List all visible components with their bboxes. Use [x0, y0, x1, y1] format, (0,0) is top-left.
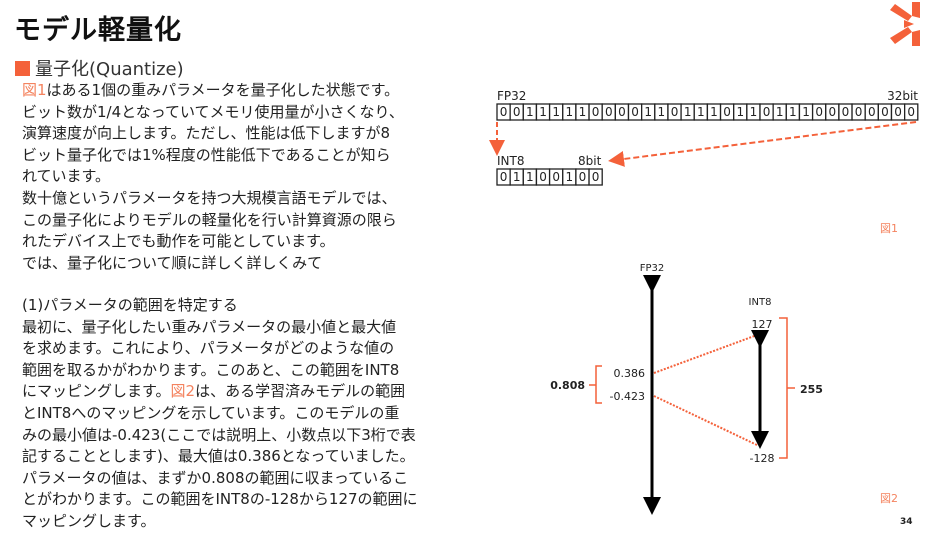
bit-value: 1: [644, 105, 652, 119]
text-line: 記することとします)、最大値は0.386となっていました。: [22, 447, 415, 466]
text-line: とINT8へのマッピングを示しています。このモデルの重: [22, 403, 400, 422]
bit-value: 1: [658, 105, 666, 119]
fp32-bits-label: 32bit: [887, 89, 918, 103]
int8-range-value: 255: [800, 383, 823, 396]
figure1-reference: 図1: [22, 81, 47, 99]
fp32-label: FP32: [497, 89, 526, 103]
bit-value: 0: [829, 105, 837, 119]
int8-min-value: -128: [750, 452, 775, 465]
int8-axis-label: INT8: [749, 297, 772, 308]
bit-value: 0: [539, 170, 547, 184]
paragraph-range: (1)パラメータの範囲を特定する 最初に、量子化したい重みパラメータの最小値と最…: [22, 295, 418, 533]
text-line: はある1個の重みパラメータを量子化した状態です。: [46, 81, 400, 99]
int8-bits-label: 8bit: [578, 154, 602, 168]
text-line: この量子化によりモデルの軽量化を行い計算資源の限ら: [22, 210, 397, 229]
figure2-range-diagram: FP32 0.386 -0.423 0.808 INT8 127 -128 25…: [550, 263, 898, 515]
text-line: れたデバイス上でも動作を可能としています。: [22, 232, 335, 251]
bit-value: 1: [789, 105, 797, 119]
bit-value: 0: [579, 170, 587, 184]
bit-cell: [588, 168, 603, 186]
bit-value: 0: [842, 105, 850, 119]
mapping-line-min: [653, 395, 758, 446]
bit-value: 0: [907, 105, 915, 119]
bullet-square-icon: [15, 60, 30, 76]
fp32-range-value: 0.808: [550, 379, 585, 392]
bit-value: 0: [855, 105, 863, 119]
text-line: とがわかります。この範囲をINT8の-128から127の範囲に: [22, 490, 418, 509]
int8-max-value: 127: [752, 318, 773, 331]
figure2-reference: 図2: [170, 382, 196, 401]
fp32-max-value: 0.386: [614, 367, 646, 380]
bit-value: 0: [894, 105, 902, 119]
bit-value: 1: [697, 105, 705, 119]
bit-value: 1: [684, 105, 692, 119]
text-line: を求めます。これにより、パラメータがどのような値の: [22, 339, 395, 358]
bit-value: 0: [868, 105, 876, 119]
bit-value: 0: [671, 105, 679, 119]
bit-value: 0: [500, 105, 508, 119]
text-line: ビット数が1/4となっていてメモリ使用量が小さくなり、: [22, 102, 404, 121]
bit-value: 1: [552, 105, 560, 119]
bit-value: 1: [776, 105, 784, 119]
bit-value: 1: [566, 170, 574, 184]
bit-cell: [904, 103, 919, 121]
fp32-min-value: -0.423: [610, 390, 645, 403]
fp32-axis-label: FP32: [640, 263, 665, 274]
section-heading-text: 量子化(Quantize): [35, 59, 184, 80]
text-line: みの最小値は-0.423(ここでは説明上、小数点以下3桁で表: [22, 425, 416, 444]
text-line: 数十億というパラメータを持つ大規模言語モデルでは、: [22, 188, 397, 207]
bit-value: 0: [618, 105, 626, 119]
convert-arrow: [608, 121, 917, 167]
figure1-caption: 図1: [880, 222, 898, 235]
text-line: 最初に、量子化したい重みパラメータの最小値と最大値: [22, 317, 397, 336]
bit-value: 0: [592, 170, 600, 184]
bit-value: 0: [592, 105, 600, 119]
text-line: (1)パラメータの範囲を特定する: [22, 296, 238, 314]
fp32-range-bracket: [589, 365, 602, 404]
bit-value: 1: [579, 105, 587, 119]
bit-value: 0: [500, 170, 508, 184]
mapping-line-max: [653, 334, 758, 374]
bit-value: 0: [631, 105, 639, 119]
bit-value: 1: [802, 105, 810, 119]
bit-value: 1: [526, 170, 534, 184]
bit-value: 0: [881, 105, 889, 119]
text-line: にマッピングします。: [22, 382, 171, 401]
bit-value: 0: [605, 105, 613, 119]
text-line: は、ある学習済みモデルの範囲: [195, 382, 406, 401]
figure2-caption: 図2: [880, 492, 898, 505]
bit-value: 1: [539, 105, 547, 119]
text-line: パラメータの値は、まずか0.808の範囲に収まっているこ: [22, 468, 409, 487]
int8-label: INT8: [497, 154, 524, 168]
bit-value: 1: [566, 105, 574, 119]
bit-value: 0: [552, 170, 560, 184]
section-heading: 量子化(Quantize): [15, 55, 184, 81]
text-line: では、量子化について順に詳しく詳しくみて: [22, 253, 323, 272]
page-number: 34: [900, 517, 913, 527]
bit-value: 0: [815, 105, 823, 119]
text-line: 範囲を取るかがわかります。このあと、この範囲をINT8: [22, 360, 400, 379]
text-line: マッピングします。: [22, 511, 156, 530]
text-line: ビット量子化では1%程度の性能低下であることが知ら: [22, 145, 391, 164]
bit-value: 1: [710, 105, 718, 119]
bit-value: 1: [526, 105, 534, 119]
int8-range-bracket: [779, 317, 795, 459]
bit-value: 0: [513, 105, 521, 119]
text-line: れています。: [22, 167, 111, 186]
paragraph-intro: 図1はある1個の重みパラメータを量子化した状態です。 ビット数が1/4となってい…: [22, 80, 404, 274]
bit-value: 1: [750, 105, 758, 119]
bit-value: 1: [513, 170, 521, 184]
text-line: 演算速度が向上します。ただし、性能は低下しますが8: [22, 124, 391, 143]
bit-value: 1: [736, 105, 744, 119]
slide-title: モデル軽量化: [14, 15, 182, 46]
bit-value: 0: [763, 105, 771, 119]
bit-value: 0: [723, 105, 731, 119]
